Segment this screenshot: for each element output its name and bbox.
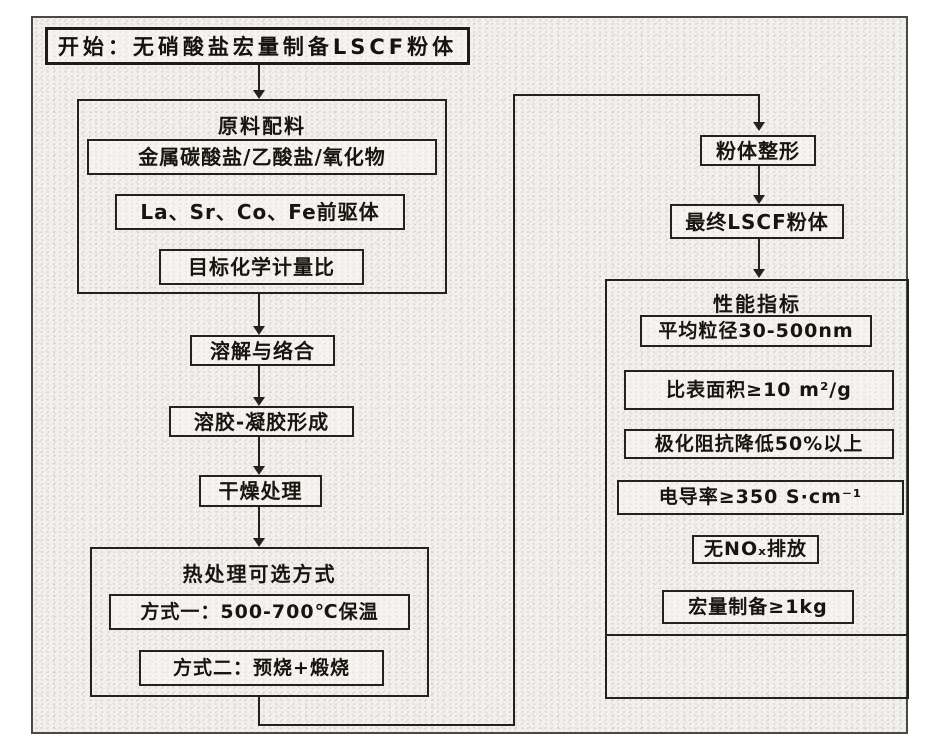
connector-line [758,239,760,269]
raw-materials-label: 原料配料 [218,114,306,138]
connector-line [258,65,260,92]
perf-conductivity: 电导率≥350 S·cm⁻¹ [617,480,904,515]
perf-macro-quantity: 宏量制备≥1kg [662,590,854,624]
connector-line [258,366,260,397]
arrow-down-icon [753,195,765,204]
connector-line [513,94,760,96]
arrow-down-icon [753,122,765,131]
figure-area: 开始：无硝酸盐宏量制备LSCF粉体 原料配料 金属碳酸盐/乙酸盐/氧化物 La、… [31,16,909,734]
performance-divider [605,634,909,636]
shaping-node: 粉体整形 [700,135,816,166]
connector-line [258,294,260,326]
drying-node: 干燥处理 [199,475,322,507]
dissolve-node: 溶解与络合 [190,335,335,366]
arrow-down-icon [753,269,765,278]
performance-group [605,279,909,699]
heat-treatment-label: 热处理可选方式 [182,562,337,586]
connector-line [758,166,760,195]
heat-method-2: 方式二：预烧+煅烧 [139,650,384,686]
connector-line [258,697,260,724]
final-powder-node: 最终LSCF粉体 [670,204,844,239]
performance-label: 性能指标 [713,292,801,316]
arrow-down-icon [253,397,265,406]
heat-method-1: 方式一：500-700℃保温 [109,594,410,630]
connector-line [258,507,260,538]
arrow-down-icon [253,90,265,99]
connector-line [258,437,260,466]
arrow-down-icon [253,326,265,335]
raw-item-salts: 金属碳酸盐/乙酸盐/氧化物 [87,139,437,175]
raw-materials-group [77,99,447,294]
perf-no-nox: 无NOₓ排放 [692,535,819,564]
arrow-down-icon [253,466,265,475]
connector-line [758,94,760,124]
perf-particle-size: 平均粒径30-500nm [640,315,872,347]
start-node: 开始：无硝酸盐宏量制备LSCF粉体 [45,27,470,65]
solgel-node: 溶胶-凝胶形成 [169,406,354,437]
perf-surface-area: 比表面积≥10 m²/g [624,370,894,410]
connector-line [513,94,515,726]
raw-item-precursors: La、Sr、Co、Fe前驱体 [115,194,405,230]
perf-polarization: 极化阻抗降低50%以上 [624,429,894,459]
heat-treatment-group [90,547,429,697]
raw-item-stoichiometry: 目标化学计量比 [159,249,364,285]
arrow-down-icon [253,538,265,547]
connector-line [258,724,515,726]
